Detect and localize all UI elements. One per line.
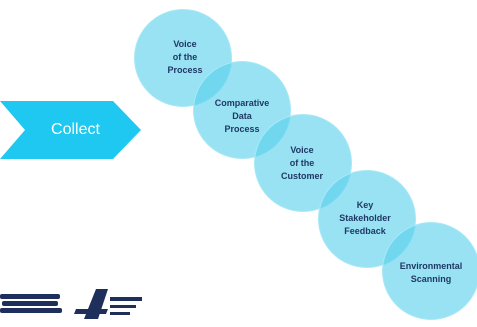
circle-label-key-stakeholder-feedback: Key Stakeholder Feedback — [339, 200, 391, 236]
circle-label-voice-of-customer: Voice of the Customer — [280, 145, 323, 181]
collect-chevron: Collect — [0, 101, 141, 159]
circle-environmental-scanning — [382, 222, 477, 320]
circle-label-environmental-scanning: Environmental Scanning — [399, 261, 463, 284]
circle-label-comparative-data-process: Comparative Data Process — [214, 98, 270, 134]
chevron-shape — [0, 101, 141, 159]
circle-label-voice-of-process: Voice of the Process — [167, 39, 203, 75]
forecast-logo — [74, 289, 142, 319]
logos-area — [0, 286, 150, 322]
collect-label: Collect — [51, 121, 100, 138]
mid-america-logo — [0, 294, 65, 316]
